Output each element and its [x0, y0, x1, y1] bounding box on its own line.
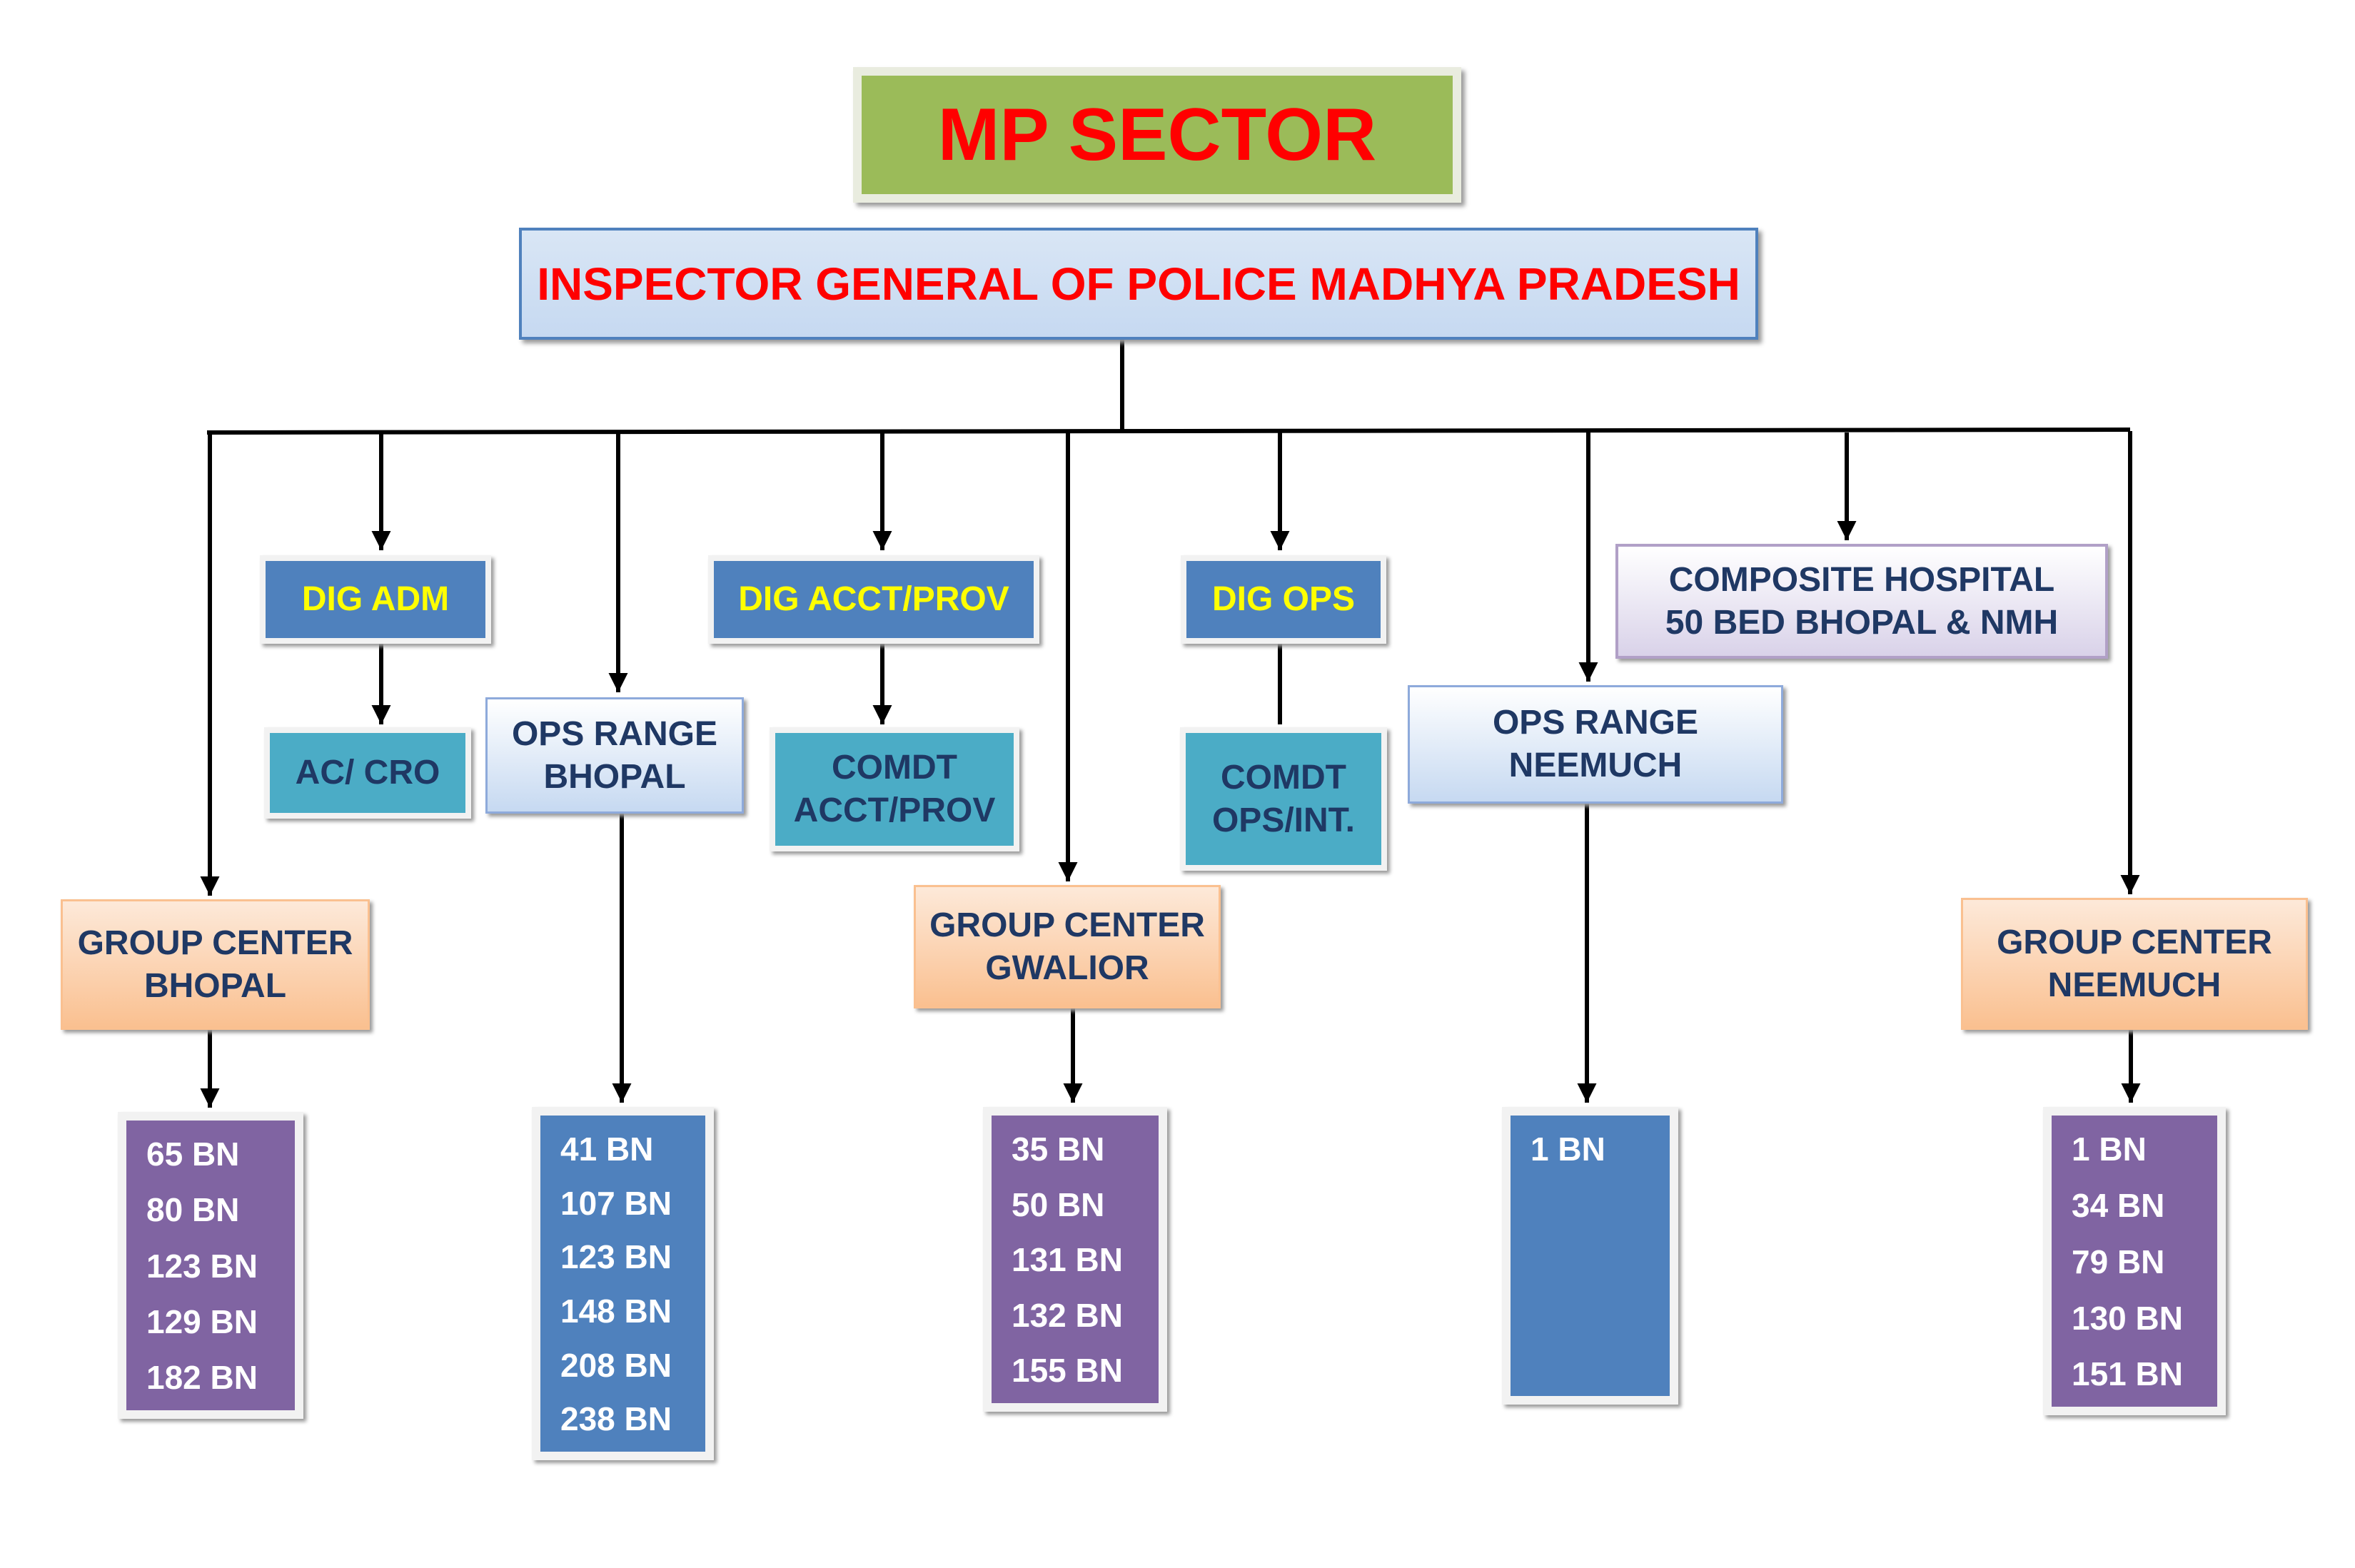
unit-item: 132 BN — [1012, 1296, 1123, 1334]
dig-acct-box: DIG ACCT/PROV — [708, 555, 1039, 644]
ac-cro-box: AC/ CRO — [264, 727, 471, 819]
dig-adm-label: DIG ADM — [301, 580, 450, 618]
dig-adm-box: DIG ADM — [260, 555, 491, 644]
ops-range-bhopal-line-1: OPS RANGE — [511, 714, 718, 753]
gc-bhopal-line-2: BHOPAL — [143, 966, 287, 1005]
dig-ops-box: DIG OPS — [1181, 555, 1386, 644]
ops-range-neemuch-line-1: OPS RANGE — [1492, 704, 1699, 742]
unit-item: 79 BN — [2072, 1243, 2165, 1280]
unit-item: 65 BN — [146, 1135, 240, 1173]
comdt-acct-box: COMDT ACCT/PROV — [770, 727, 1019, 851]
page-title: MP SECTOR — [937, 93, 1377, 176]
units-gc-gwalior-box: 35 BN 50 BN 131 BN 132 BN 155 BN — [983, 1107, 1167, 1412]
unit-item: 123 BN — [560, 1238, 672, 1276]
gc-bhopal-line-1: GROUP CENTER — [77, 924, 353, 962]
dig-ops-label: DIG OPS — [1211, 580, 1356, 618]
unit-item: 151 BN — [2072, 1355, 2183, 1393]
unit-item: 123 BN — [146, 1247, 258, 1285]
unit-item: 155 BN — [1012, 1352, 1123, 1390]
comdt-acct-line-2: ACCT/PROV — [793, 791, 996, 829]
units-ops-bhopal-box: 41 BN 107 BN 123 BN 148 BN 208 BN 238 BN — [532, 1107, 714, 1460]
gc-neemuch-line-1: GROUP CENTER — [1997, 923, 2272, 961]
comdt-ops-box: COMDT OPS/INT. — [1180, 727, 1387, 871]
unit-item: 107 BN — [560, 1184, 672, 1222]
unit-item: 1 BN — [2072, 1131, 2147, 1168]
units-gc-neemuch-box: 1 BN 34 BN 79 BN 130 BN 151 BN — [2043, 1107, 2226, 1415]
units-ops-neemuch-box: 1 BN — [1502, 1107, 1678, 1405]
ig-box: INSPECTOR GENERAL OF POLICE MADHYA PRADE… — [519, 228, 1758, 340]
ops-range-neemuch-line-2: NEEMUCH — [1508, 747, 1683, 784]
hospital-line-2: 50 BED BHOPAL & NMH — [1665, 603, 2059, 642]
hospital-line-1: COMPOSITE HOSPITAL — [1668, 560, 2055, 599]
units-gc-bhopal-box: 65 BN 80 BN 123 BN 129 BN 182 BN — [118, 1112, 303, 1419]
gc-gwalior-line-1: GROUP CENTER — [929, 906, 1205, 944]
unit-item: 34 BN — [2072, 1186, 2165, 1224]
unit-item: 208 BN — [560, 1346, 672, 1384]
ac-cro-label: AC/ CRO — [295, 754, 440, 791]
hospital-box: COMPOSITE HOSPITAL 50 BED BHOPAL & NMH — [1615, 544, 2108, 659]
comdt-ops-line-1: COMDT — [1221, 758, 1346, 796]
ops-range-neemuch-box: OPS RANGE NEEMUCH — [1408, 685, 1783, 804]
unit-item: 1 BN — [1531, 1131, 1605, 1168]
gc-gwalior-box: GROUP CENTER GWALIOR — [914, 885, 1221, 1008]
gc-neemuch-line-2: NEEMUCH — [2047, 966, 2222, 1004]
unit-item: 35 BN — [1012, 1131, 1105, 1168]
dig-acct-label: DIG ACCT/PROV — [738, 580, 1009, 618]
ops-range-bhopal-box: OPS RANGE BHOPAL — [485, 697, 744, 814]
unit-item: 129 BN — [146, 1303, 258, 1341]
unit-item: 41 BN — [560, 1131, 654, 1168]
ops-range-bhopal-line-2: BHOPAL — [543, 757, 686, 796]
unit-item: 148 BN — [560, 1293, 672, 1330]
comdt-ops-line-2: OPS/INT. — [1211, 801, 1356, 839]
ig-label: INSPECTOR GENERAL OF POLICE MADHYA PRADE… — [537, 258, 1740, 310]
gc-gwalior-line-2: GWALIOR — [985, 949, 1149, 987]
main-bus-line — [206, 428, 2131, 435]
gc-neemuch-box: GROUP CENTER NEEMUCH — [1961, 898, 2308, 1030]
comdt-acct-line-1: COMDT — [832, 749, 957, 786]
title-box: MP SECTOR — [853, 67, 1461, 203]
unit-item: 238 BN — [560, 1400, 672, 1438]
unit-item: 131 BN — [1012, 1241, 1123, 1279]
gc-bhopal-box: GROUP CENTER BHOPAL — [61, 899, 370, 1030]
unit-item: 182 BN — [146, 1359, 258, 1397]
unit-item: 80 BN — [146, 1191, 240, 1229]
unit-item: 50 BN — [1012, 1185, 1105, 1223]
unit-item: 130 BN — [2072, 1299, 2183, 1337]
